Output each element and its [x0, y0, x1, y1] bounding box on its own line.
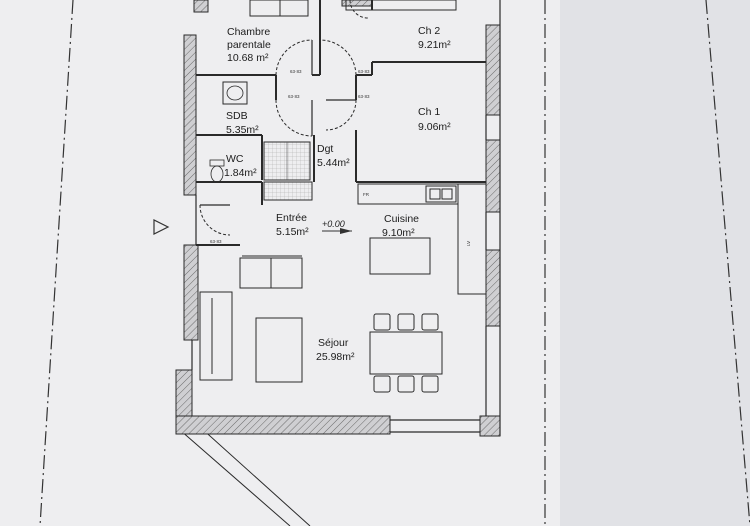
room-name-ch2: Ch 2	[418, 25, 440, 37]
level-marker-text: +0.00	[322, 219, 345, 229]
toilet	[209, 159, 225, 183]
far-right-axis-line	[705, 0, 750, 526]
room-name-wc: WC	[226, 153, 244, 165]
door-tag: 63·83	[210, 239, 222, 244]
terrace-line-right	[189, 417, 311, 526]
dishwasher-label: LV	[466, 241, 471, 246]
door-tag: 63·83	[290, 69, 302, 74]
outer-wall-lines	[191, 0, 501, 436]
room-name-chambre-line1: Chambre	[227, 26, 270, 38]
room-area-cuisine: 9.10m²	[382, 227, 415, 239]
washbasin	[222, 81, 248, 105]
room-area-ch2: 9.21m²	[418, 39, 451, 51]
door-tag: 63·83	[358, 94, 370, 99]
entrance-arrow-icon	[153, 219, 170, 235]
room-name-chambre-line2: parentale	[227, 39, 271, 51]
room-area-dgt: 5.44m²	[317, 157, 350, 169]
storage-cabinet	[263, 181, 313, 201]
room-name-ch1: Ch 1	[418, 106, 440, 118]
room-area-sdb: 5.35m²	[226, 124, 259, 136]
kitchen-counter	[357, 183, 487, 295]
door-swings	[199, 0, 369, 236]
room-area-wc: 1.84m²	[224, 167, 257, 179]
terrace-line-left	[179, 429, 291, 526]
room-name-entree: Entrée	[276, 212, 307, 224]
level-marker-icon	[322, 228, 352, 234]
room-area-chambre: 10.68 m²	[227, 52, 269, 64]
door-leaves	[200, 40, 356, 206]
door-tag: 63·83	[358, 69, 370, 74]
living-furniture	[199, 257, 443, 393]
room-area-sejour: 25.98m²	[316, 351, 355, 363]
exterior-walls	[175, 0, 501, 437]
room-labels: Chambre parentale 10.68 m² Ch 2 9.21m² S…	[224, 25, 451, 363]
room-area-ch1: 9.06m²	[418, 121, 451, 133]
door-tag: 63·83	[288, 94, 300, 99]
shower-tray	[263, 141, 311, 181]
room-area-entree: 5.15m²	[276, 226, 309, 238]
room-name-dgt: Dgt	[317, 143, 333, 155]
bedroom-furniture	[249, 0, 457, 17]
right-margin-shadow	[560, 0, 750, 526]
room-name-cuisine: Cuisine	[384, 213, 419, 225]
left-axis-line	[39, 0, 74, 526]
room-name-sejour: Séjour	[318, 337, 349, 349]
room-name-sdb: SDB	[226, 110, 248, 122]
fridge-label: FR	[363, 192, 370, 197]
